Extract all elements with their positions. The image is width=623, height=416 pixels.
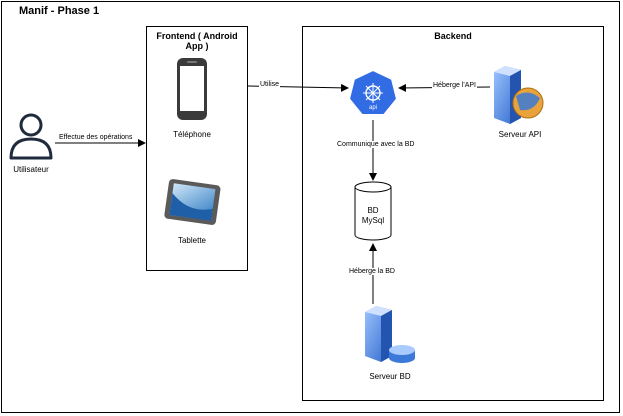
edge-label-user-frontend: Effectue des opérations	[58, 134, 134, 141]
api-icon	[347, 68, 399, 116]
api-icon-text: api	[368, 105, 377, 111]
frontend-title: Frontend ( Android App )	[156, 31, 238, 51]
db-label-line2: MySql	[361, 216, 385, 225]
edge-label-server-db: Héberge la BD	[348, 268, 396, 275]
db-server-label: Serveur BD	[369, 372, 411, 381]
smartphone-icon	[177, 58, 207, 120]
tablet-label: Tablette	[177, 236, 207, 245]
db-label-line1: BD	[367, 206, 379, 215]
server-db-icon	[365, 306, 415, 363]
server-globe-icon	[494, 66, 544, 124]
phone-label: Téléphone	[173, 130, 211, 139]
edge-label-frontend-api: Utilise	[259, 81, 281, 88]
person-icon	[9, 113, 53, 160]
diagram-title: Manif - Phase 1	[19, 5, 100, 17]
edge-label-api-db: Communique avec la BD	[336, 141, 416, 148]
edge-label-server-api: Héberge l'API	[432, 82, 477, 89]
actor-label: Utilisateur	[13, 165, 49, 174]
backend-title: Backend	[434, 31, 472, 41]
database-icon	[354, 181, 392, 241]
tablet-icon	[164, 179, 221, 225]
api-server-label: Serveur API	[498, 130, 542, 139]
